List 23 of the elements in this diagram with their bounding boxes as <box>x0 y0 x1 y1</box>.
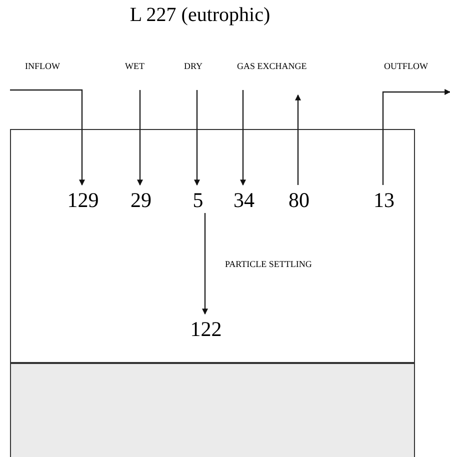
lake-water-box <box>10 129 415 363</box>
flux-value: 13 <box>364 188 404 212</box>
flux-value: 29 <box>121 188 161 212</box>
diagram-title: L 227 (eutrophic) <box>128 4 272 27</box>
sediment-box <box>10 363 415 457</box>
arrow <box>194 90 200 186</box>
flux-value: 5 <box>178 188 218 212</box>
flux-value: 129 <box>63 188 103 212</box>
arrow <box>240 90 246 186</box>
edge-label: DRY <box>184 60 203 72</box>
flux-value: 122 <box>186 317 226 341</box>
edge-label: INFLOW <box>25 60 60 72</box>
flux-value: 80 <box>279 188 319 212</box>
flux-value: 34 <box>224 188 264 212</box>
edge-label: WET <box>125 60 144 72</box>
arrow <box>10 89 85 186</box>
arrow <box>137 90 143 186</box>
flux-label: GAS EXCHANGE <box>237 60 307 72</box>
edge-label: OUTFLOW <box>384 60 428 72</box>
arrow <box>295 94 301 185</box>
edge-label: PARTICLE SETTLING <box>225 258 312 270</box>
arrow <box>382 89 450 185</box>
arrow <box>202 213 208 315</box>
